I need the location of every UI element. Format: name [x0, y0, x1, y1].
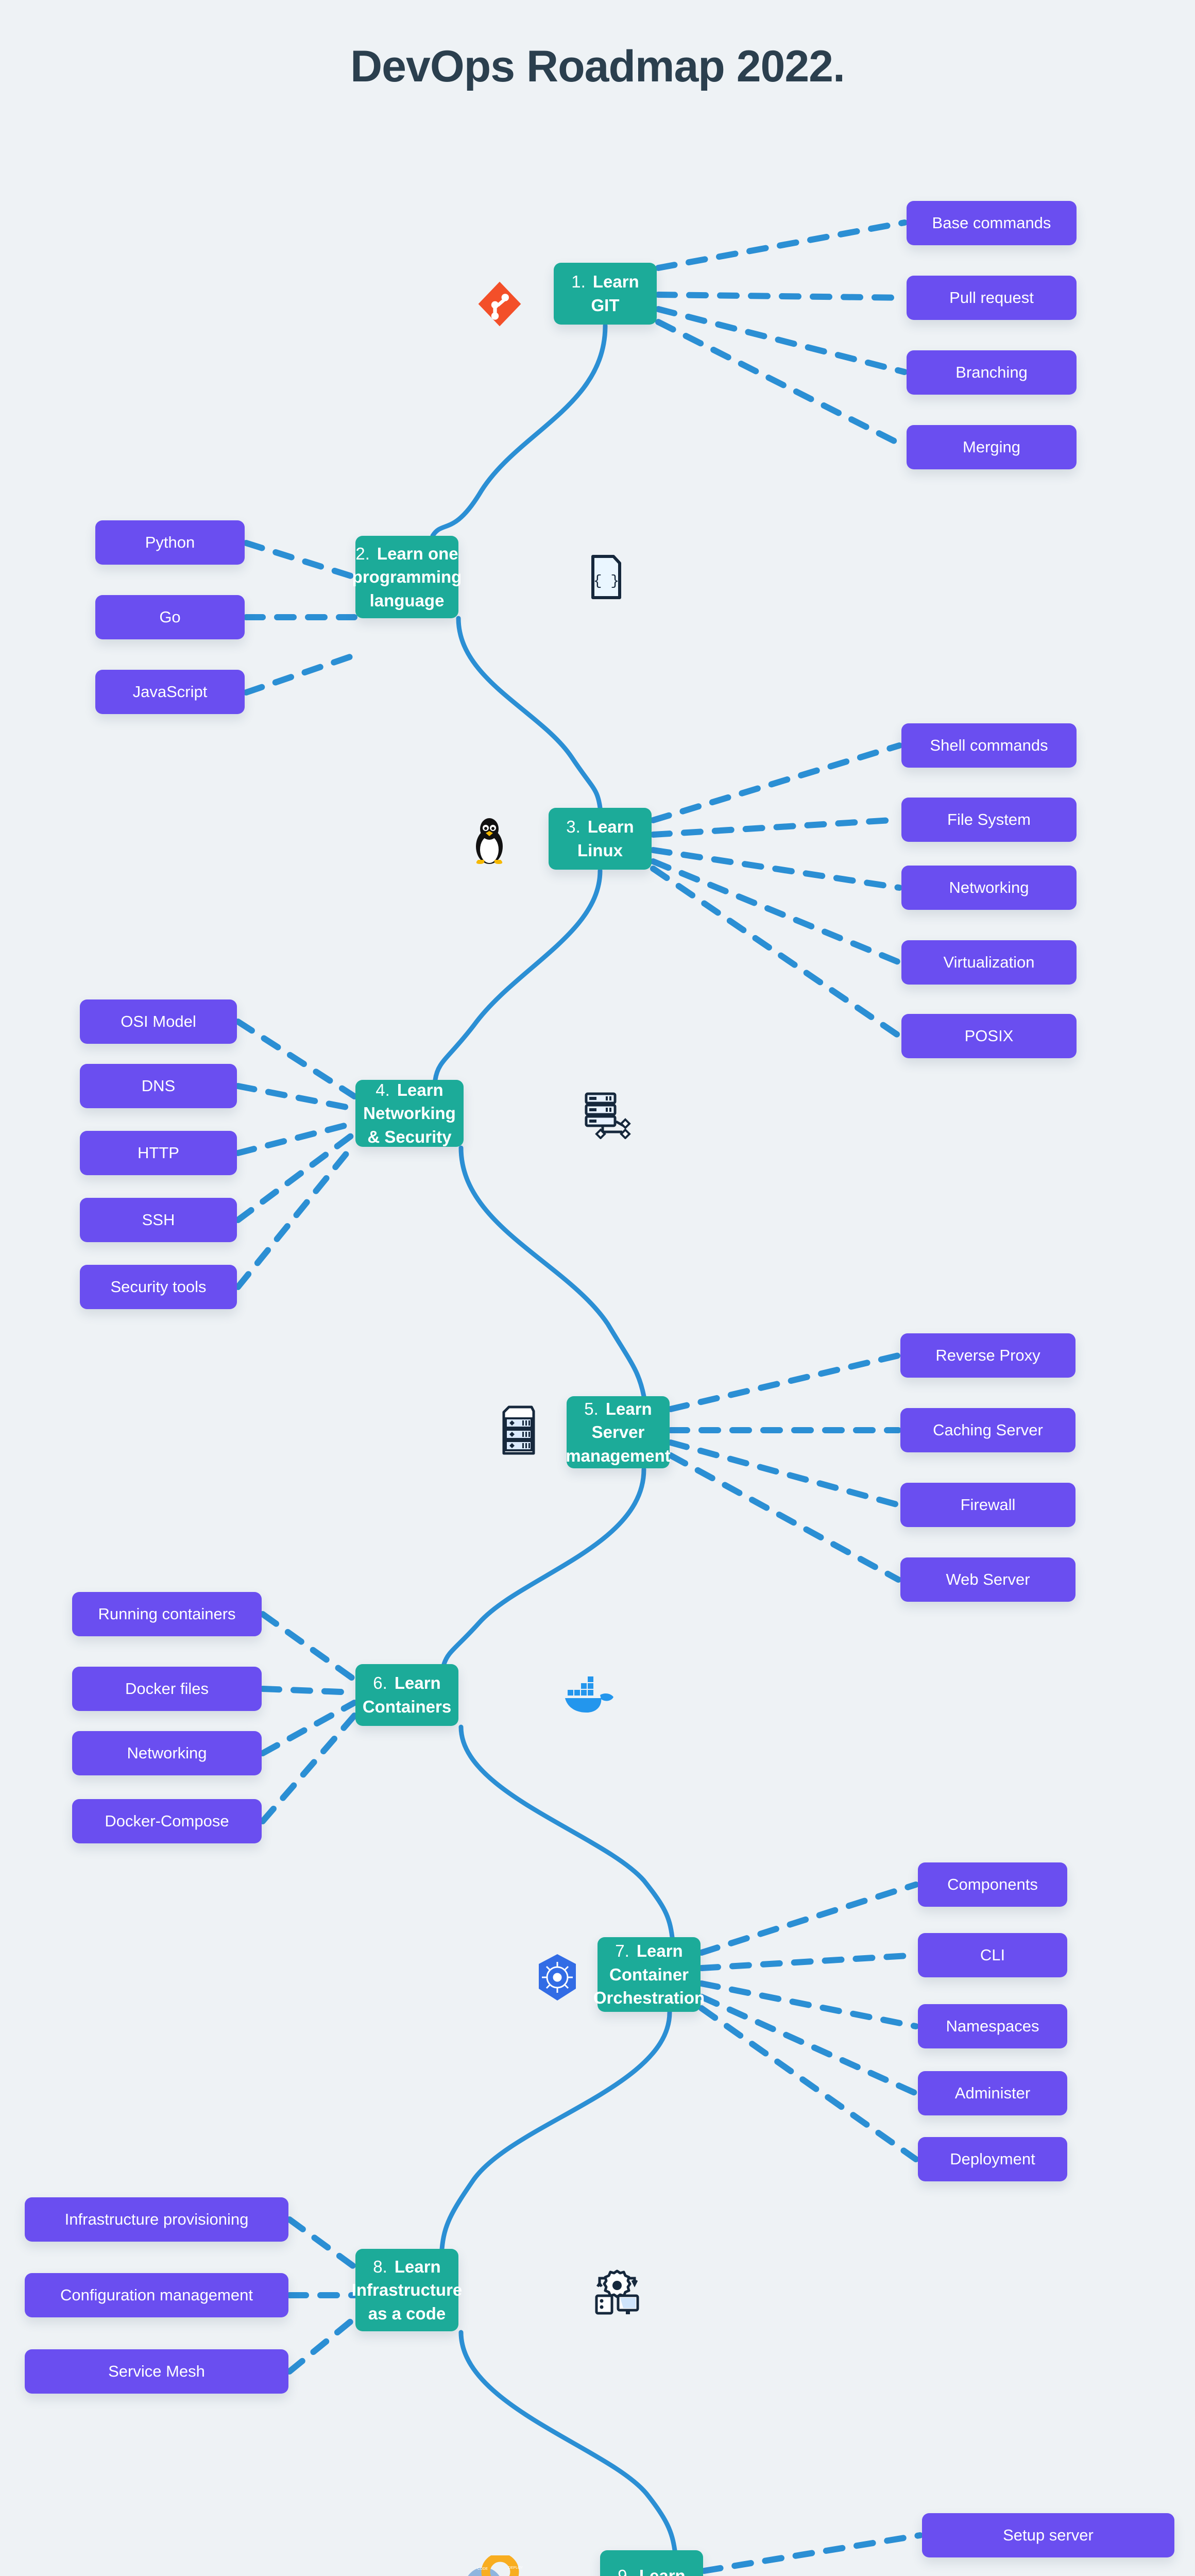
sub-node[interactable]: OSI Model	[80, 999, 237, 1044]
main-node-9[interactable]: 9.Learn CI/CD	[600, 2550, 703, 2576]
kubernetes-helm-icon	[539, 1954, 576, 2001]
sub-node[interactable]: Running containers	[72, 1592, 262, 1636]
main-node-number: 3.	[566, 817, 581, 837]
main-node-number: 5.	[584, 1399, 599, 1418]
sub-node[interactable]: Firewall	[900, 1483, 1076, 1527]
sub-node[interactable]: DNS	[80, 1064, 237, 1108]
sub-node[interactable]: Merging	[907, 425, 1077, 469]
page-title: DevOps Roadmap 2022.	[350, 42, 845, 91]
infrastructure-gear-icon	[595, 2269, 639, 2315]
main-node-label: 1.Learn GIT	[571, 272, 639, 315]
sub-node[interactable]: CLI	[918, 1933, 1067, 1977]
main-node-label: 6.Learn Containers	[362, 1673, 452, 1716]
devops-infinity-loop-icon: CODE BUILD TEST DEPLOY OPERATE MONITOR P…	[468, 2555, 523, 2576]
sub-node[interactable]: Networking	[901, 866, 1077, 910]
sub-node[interactable]: Infrastructure provisioning	[25, 2197, 288, 2242]
sub-node[interactable]: Pull request	[907, 276, 1077, 320]
sub-node[interactable]: Docker files	[72, 1667, 262, 1711]
svg-text:CODE: CODE	[477, 2567, 488, 2571]
docker-whale-icon	[565, 1676, 613, 1713]
sub-node[interactable]: Python	[95, 520, 245, 565]
main-node-label: 4.Learn Networking& Security	[363, 1080, 456, 1146]
sub-node[interactable]: Web Server	[900, 1557, 1076, 1602]
sub-node[interactable]: JavaScript	[95, 670, 245, 714]
main-node-number: 6.	[373, 1673, 387, 1693]
main-node-6[interactable]: 6.Learn Containers	[355, 1664, 458, 1726]
sub-node[interactable]: POSIX	[901, 1014, 1077, 1058]
sub-node[interactable]: Service Mesh	[25, 2349, 288, 2394]
svg-text:{ }: { }	[593, 573, 619, 589]
sub-node[interactable]: SSH	[80, 1198, 237, 1242]
sub-node[interactable]: Security tools	[80, 1265, 237, 1309]
sub-node[interactable]: Virtualization	[901, 940, 1077, 985]
main-node-3[interactable]: 3.Learn Linux	[549, 808, 652, 870]
main-node-label: 3.Learn Linux	[566, 817, 634, 860]
sub-node[interactable]: Caching Server	[900, 1408, 1076, 1452]
sub-node[interactable]: Deployment	[918, 2137, 1067, 2181]
main-node-number: 8.	[373, 2257, 387, 2276]
code-braces-file-icon: { }	[591, 555, 621, 599]
linux-penguin-icon	[476, 818, 503, 864]
sub-node[interactable]: Setup server	[922, 2513, 1174, 2557]
main-node-number: 7.	[615, 1941, 629, 1961]
sub-node[interactable]: Go	[95, 595, 245, 639]
svg-text:DEPLOY: DEPLOY	[508, 2566, 523, 2570]
sub-node[interactable]: Base commands	[907, 201, 1077, 245]
sub-node[interactable]: Networking	[72, 1731, 262, 1775]
main-node-4[interactable]: 4.Learn Networking& Security	[355, 1080, 464, 1147]
git-logo-icon	[478, 281, 521, 327]
sub-node[interactable]: Administer	[918, 2071, 1067, 2115]
server-rack-icon	[502, 1405, 535, 1455]
sub-node[interactable]: Namespaces	[918, 2004, 1067, 2048]
main-node-number: 2.	[355, 544, 370, 563]
sub-node[interactable]: File System	[901, 798, 1077, 842]
sub-node[interactable]: Configuration management	[25, 2273, 288, 2317]
sub-node[interactable]: Components	[918, 1862, 1067, 1907]
sub-node[interactable]: Docker-Compose	[72, 1799, 262, 1843]
main-node-number: 4.	[375, 1080, 390, 1099]
main-node-number: 1.	[571, 272, 586, 292]
main-node-label: 9.Learn CI/CD	[607, 2564, 696, 2576]
sub-node[interactable]: Shell commands	[901, 723, 1077, 768]
main-node-1[interactable]: 1.Learn GIT	[554, 263, 657, 325]
server-network-icon	[585, 1092, 631, 1139]
sub-node[interactable]: Branching	[907, 350, 1077, 395]
sub-node[interactable]: HTTP	[80, 1131, 237, 1175]
main-node-number: 9.	[618, 2566, 632, 2576]
sub-node[interactable]: Reverse Proxy	[900, 1333, 1076, 1378]
